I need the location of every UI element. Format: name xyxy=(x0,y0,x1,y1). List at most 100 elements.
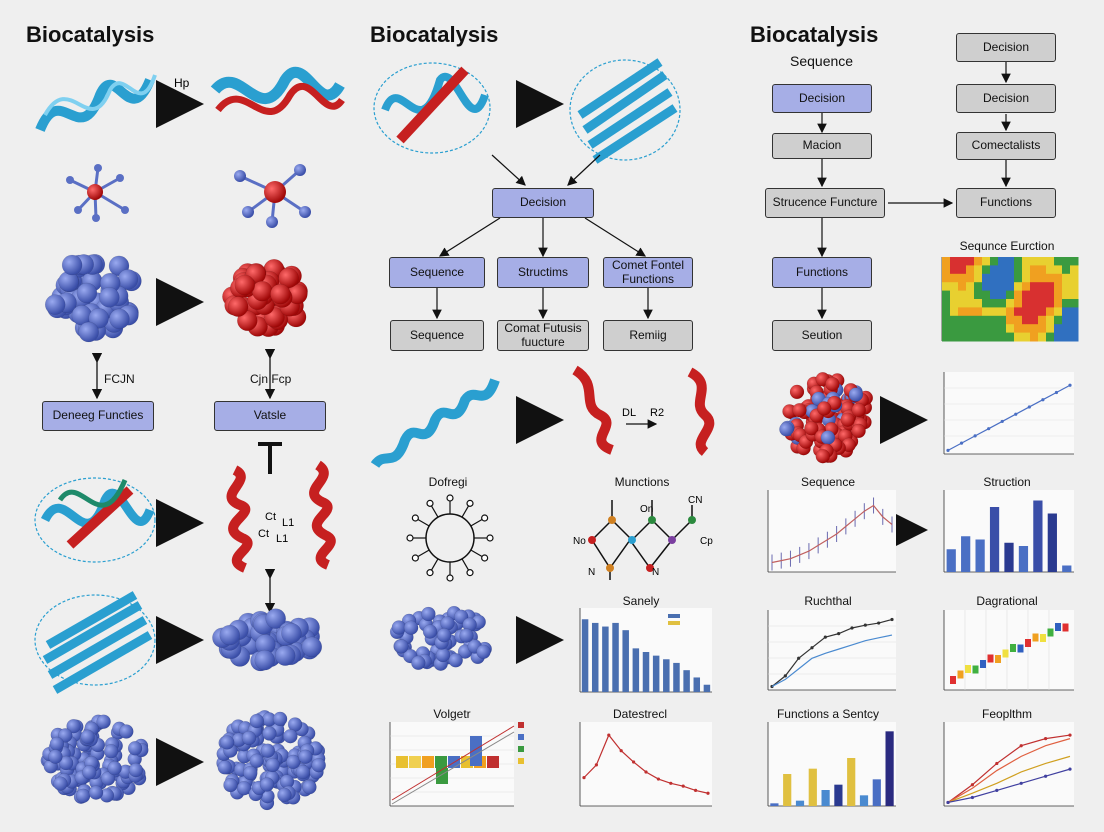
bar xyxy=(591,622,599,692)
heat-cell xyxy=(1014,290,1023,300)
bar xyxy=(885,731,894,806)
point xyxy=(594,763,599,767)
point xyxy=(946,800,950,805)
sphere xyxy=(394,639,409,654)
sphere xyxy=(422,624,438,639)
sphere xyxy=(278,267,299,289)
helix-label: L1 xyxy=(276,533,288,545)
heat-cell xyxy=(1006,315,1015,325)
heat-cell xyxy=(990,282,999,292)
box-comat-futusis[interactable]: Comat Futusis fuucture xyxy=(497,320,589,351)
chart-title-struction: Struction xyxy=(983,475,1031,489)
heat-cell xyxy=(422,756,434,768)
heat-cell xyxy=(982,273,991,283)
point xyxy=(863,623,867,627)
chart-title-ruchthal: Ruchthal xyxy=(804,594,852,608)
box-seution[interactable]: Seution xyxy=(772,320,872,351)
box-remiig[interactable]: Remiig xyxy=(603,320,693,351)
heat-cell xyxy=(982,307,991,317)
box-deneeg-functies[interactable]: Deneeg Functies xyxy=(42,401,154,431)
heat-cell xyxy=(982,265,991,275)
heat-cell xyxy=(998,332,1007,342)
box-functions-r[interactable]: Functions xyxy=(956,188,1056,218)
helix-label: DL xyxy=(622,407,636,419)
heat-cell xyxy=(1006,307,1015,317)
box-mark xyxy=(1002,649,1009,658)
sphere xyxy=(779,422,794,437)
heat-cell xyxy=(990,332,999,342)
heat-cell xyxy=(1054,265,1063,275)
bar xyxy=(1062,565,1072,572)
legend-swatch xyxy=(668,614,680,618)
heat-cell xyxy=(1054,257,1063,266)
ring-atom xyxy=(481,514,489,522)
box-strucence-functure[interactable]: Strucence Functure xyxy=(765,188,885,218)
point xyxy=(1044,737,1048,741)
series-line xyxy=(947,384,1071,451)
point xyxy=(656,777,661,781)
heat-cell xyxy=(1054,324,1063,334)
heat-cell xyxy=(1022,299,1031,308)
box-decision[interactable]: Decision xyxy=(492,188,594,218)
heat-cell xyxy=(966,324,975,334)
heat-cell xyxy=(958,290,967,300)
box-mark xyxy=(995,655,1001,663)
box-sequence-2[interactable]: Sequence xyxy=(390,320,484,351)
box-decision-c3[interactable]: Decision xyxy=(772,84,872,113)
heat-cell xyxy=(990,324,999,334)
heat-cell xyxy=(1070,332,1079,342)
helix-label: R2 xyxy=(650,407,664,419)
bar xyxy=(795,800,805,806)
trend-line xyxy=(391,731,515,805)
bar xyxy=(683,670,690,692)
box-macion[interactable]: Macion xyxy=(772,133,872,159)
ring-atom xyxy=(446,574,454,582)
box-functions-c3[interactable]: Functions xyxy=(772,257,872,288)
box-vatsle[interactable]: Vatsle xyxy=(214,401,326,431)
heat-cell xyxy=(1046,290,1055,300)
sphere xyxy=(100,771,116,786)
heat-cell xyxy=(1070,265,1079,275)
molecule-title-munctions: Munctions xyxy=(614,475,670,489)
heat-cell xyxy=(1062,299,1071,308)
heat-cell xyxy=(1014,307,1023,317)
box-comectalists[interactable]: Comectalists xyxy=(956,132,1056,160)
point xyxy=(681,784,685,788)
heat-cell xyxy=(1014,257,1023,266)
box-comet-fontel-functions[interactable]: Comet Fontel Functions xyxy=(603,257,693,288)
heat-cell xyxy=(1030,332,1039,342)
point xyxy=(987,427,991,431)
series-line xyxy=(947,738,1071,803)
heat-cell xyxy=(1022,273,1031,283)
point xyxy=(1041,398,1045,402)
sphere xyxy=(270,283,291,305)
sphere xyxy=(804,421,819,436)
heat-cell xyxy=(998,307,1007,317)
point xyxy=(946,448,950,452)
chart-bg xyxy=(580,722,712,806)
bar xyxy=(673,662,680,692)
sphere xyxy=(109,308,130,330)
col3-title: Biocatalysis xyxy=(750,22,879,47)
box-decision-r1[interactable]: Decision xyxy=(956,33,1056,62)
sphere xyxy=(234,274,256,296)
chart-title-functions-sentcy: Functions a Sentcy xyxy=(776,707,880,721)
point xyxy=(837,632,841,636)
sphere xyxy=(66,718,81,734)
heat-cell xyxy=(958,265,967,275)
sphere xyxy=(254,649,275,671)
heat-cell xyxy=(998,324,1007,334)
sphere xyxy=(789,384,805,400)
bar xyxy=(834,784,843,806)
box-sequence[interactable]: Sequence xyxy=(389,257,485,288)
sphere xyxy=(49,736,65,752)
box-decision-r2[interactable]: Decision xyxy=(956,84,1056,113)
ring-atom xyxy=(466,569,474,577)
bar xyxy=(808,768,817,806)
box-structims[interactable]: Structims xyxy=(497,257,589,288)
heat-cell xyxy=(974,273,983,283)
heat-cell xyxy=(1038,324,1047,334)
box-mark xyxy=(965,665,971,673)
arrow-label-hp: Hp xyxy=(174,76,190,90)
heat-cell xyxy=(1006,324,1015,334)
